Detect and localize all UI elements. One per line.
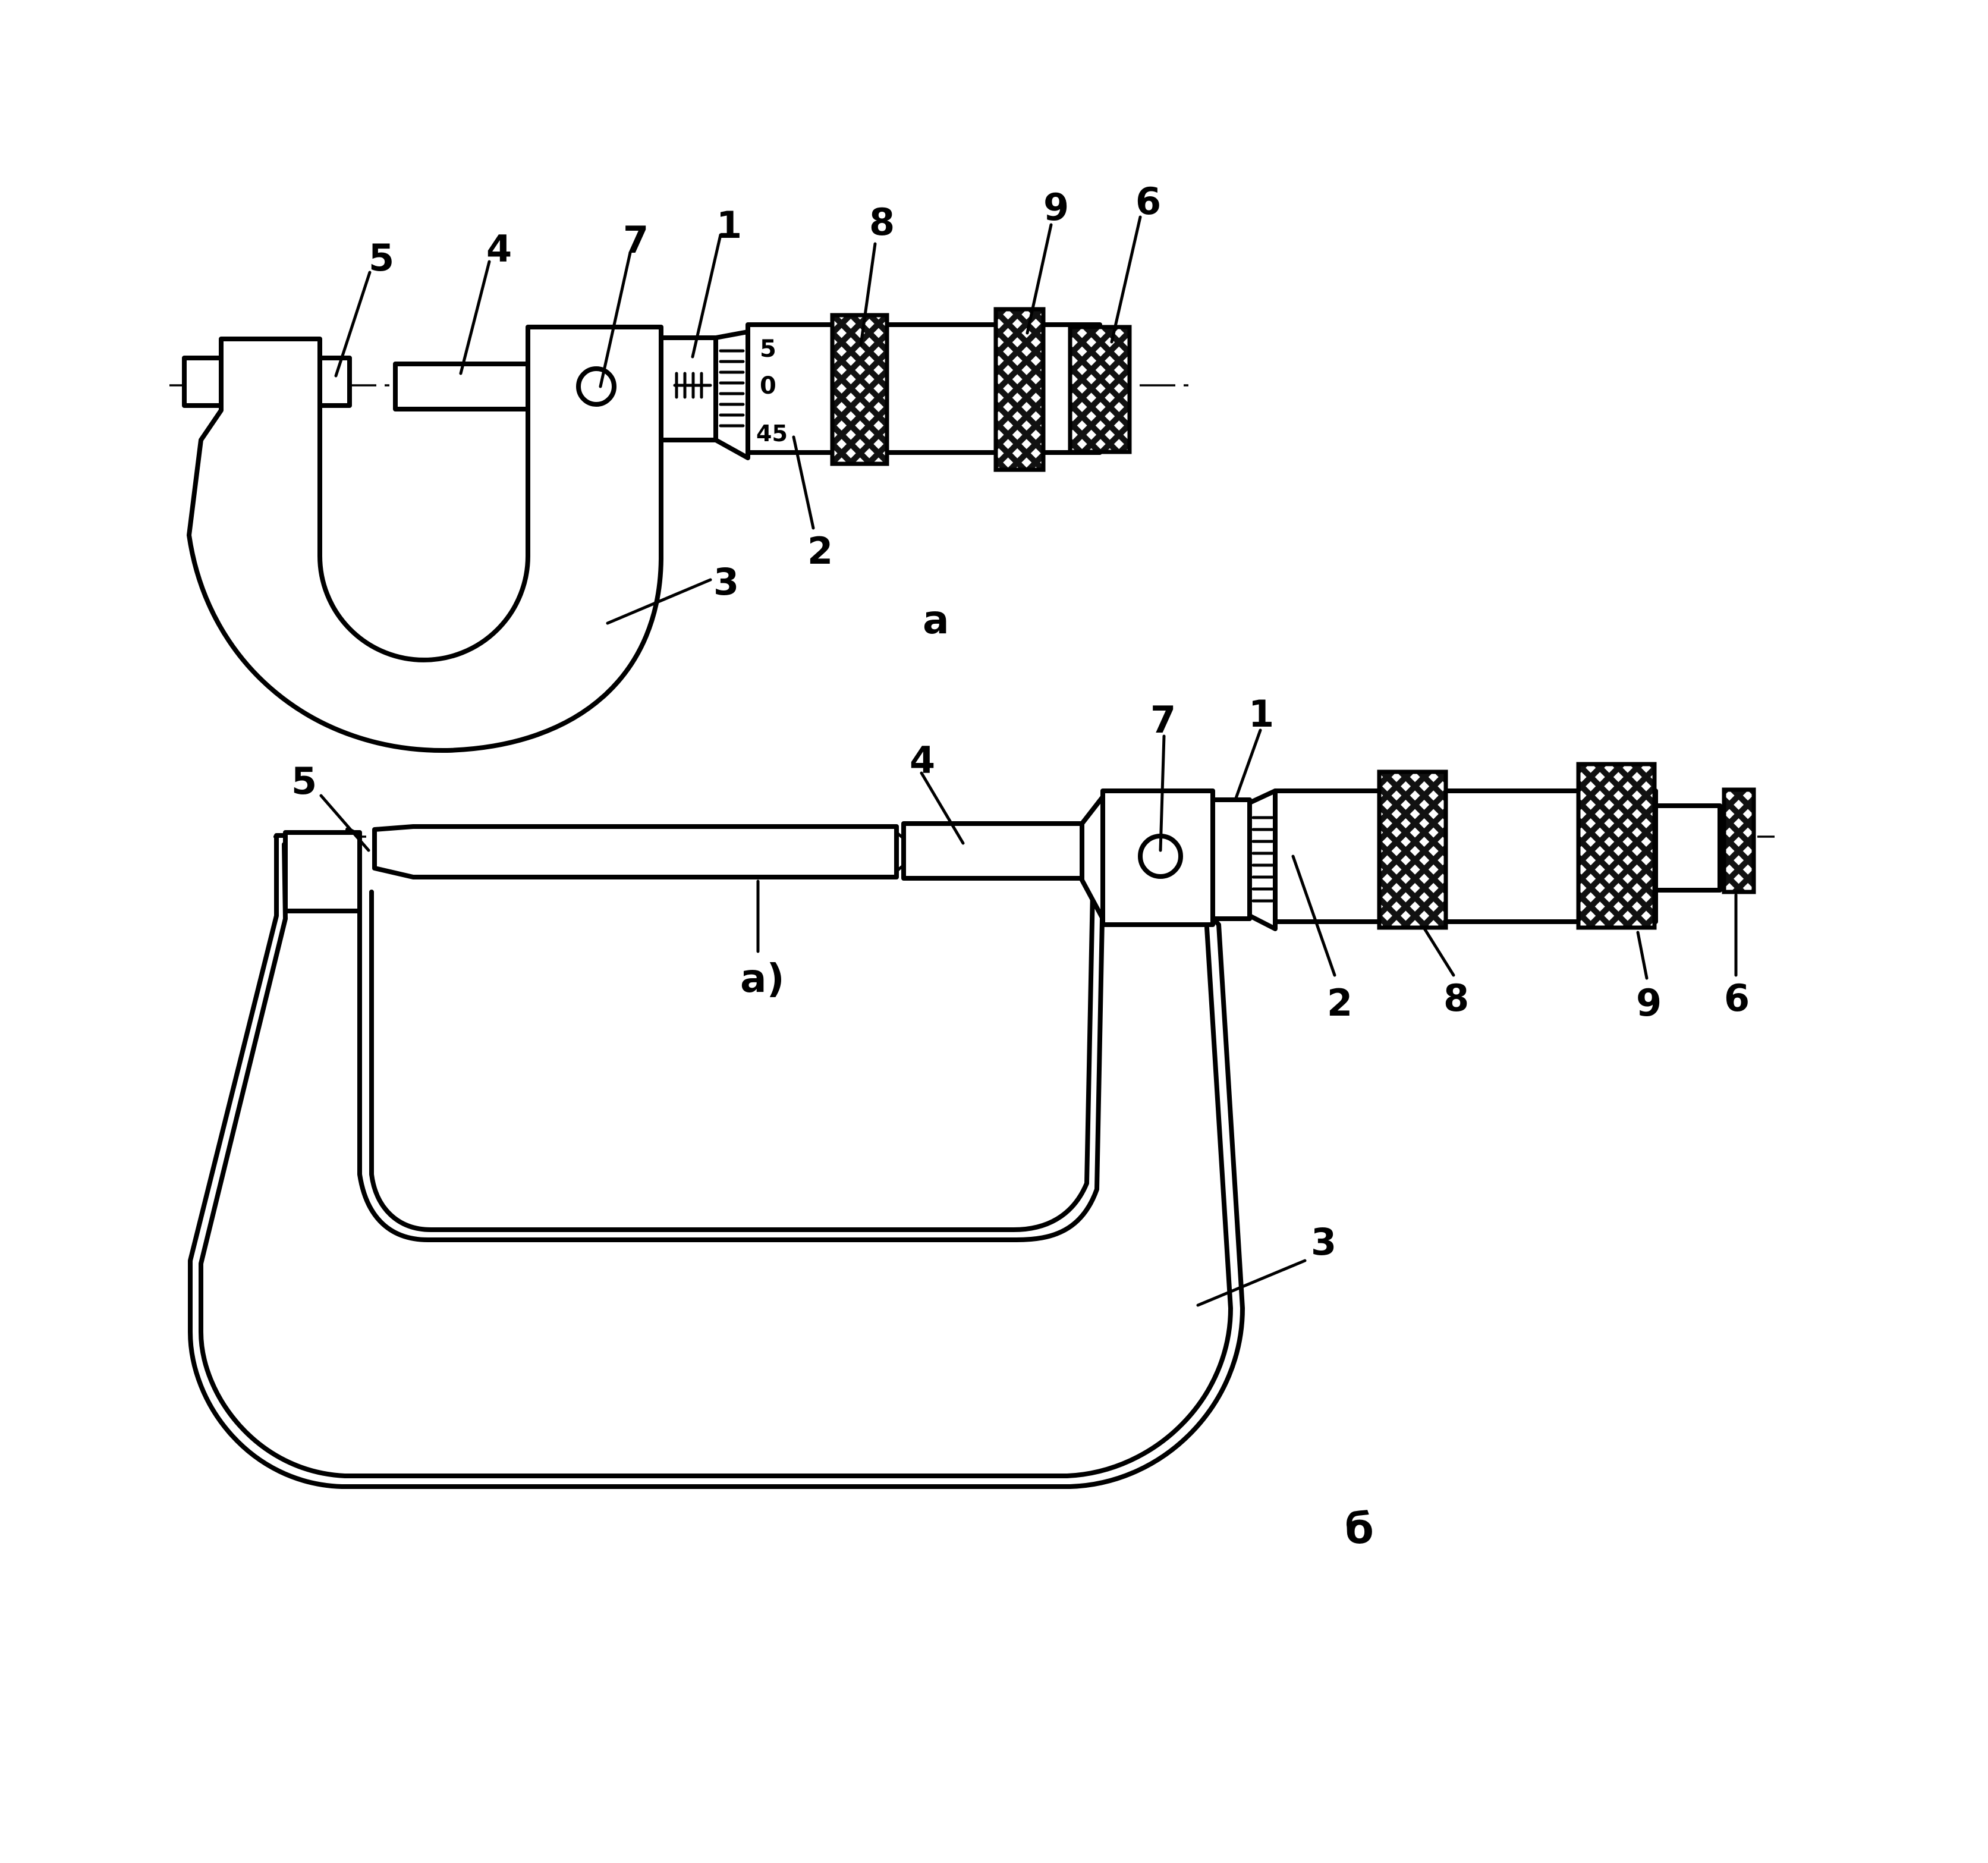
figure-b-frame [188,827,1245,1489]
figure-a-ratchet-6 [1068,325,1132,454]
figure-b-frame-inner-contour [369,890,1095,1232]
figure-b: 5 4 7 1 2 8 9 6 3 a) б [188,692,1775,1553]
figure-b-label-5: 5 [291,759,317,803]
figure-b-knurl-ring-9 [1576,762,1657,930]
figure-a-label-9: 9 [1043,186,1069,229]
figure-a: 5 0 45 5 4 7 1 8 9 6 2 3 a [169,180,1192,753]
figure-b-label-2: 2 [1327,981,1352,1025]
figure-a-label-5: 5 [369,236,394,279]
figure-b-spindle [901,821,1084,881]
figure-b-ratchet-6 [1722,787,1756,894]
figure-b-leader-lines [319,728,1738,1307]
figure-b-note: a) [740,956,785,1001]
figure-b-label-6: 6 [1724,976,1750,1020]
figure-a-scale-top: 5 [760,335,776,363]
figure-a-clamp [576,366,616,407]
figure-a-sleeve [659,335,718,442]
figure-a-label-8: 8 [869,200,895,244]
figure-a-leader-lines [334,215,1142,625]
figure-b-thimble-graduations [1251,816,1274,903]
figure-a-label-2: 2 [807,529,833,573]
figure-a-knurl-ring-9 [993,307,1046,472]
figure-b-ratchet-shaft [1653,803,1722,893]
figure-b-label-9: 9 [1636,981,1662,1025]
figure-a-frame [187,325,663,753]
figure-b-label-3: 3 [1311,1220,1336,1264]
figure-b-caption: б [1345,1504,1374,1553]
figure-b-label-8: 8 [1443,976,1469,1020]
figure-a-knurl-ring-8 [830,313,889,466]
figure-a-label-1: 1 [716,203,742,247]
figure-b-knurl-ring-8 [1377,769,1448,930]
figure-a-scale-bottom: 45 [756,420,788,447]
figure-b-label-7: 7 [1150,698,1176,742]
figure-b-frame-outer-contour [199,842,1233,1478]
figure-b-spindle-bar [372,824,899,879]
figure-b-spindle-neck [895,831,905,873]
figure-a-thimble-graduations [719,349,745,428]
figure-a-caption: a [923,597,949,643]
figure-b-label-1: 1 [1248,692,1274,736]
figure-a-label-3: 3 [713,560,739,604]
figure-a-anvil [317,356,352,408]
figure-a-label-6: 6 [1135,180,1161,223]
figure-a-scale-middle: 0 [760,372,776,400]
figure-b-label-4: 4 [910,739,935,782]
figure-b-sleeve [1210,797,1252,921]
figure-a-label-4: 4 [486,227,512,271]
figure-a-thimble [746,322,1102,455]
figure-a-sleeve-ticks [673,372,712,399]
figure-b-thimble-bevel [1247,788,1278,931]
figure-a-label-7: 7 [623,218,649,262]
figure-b-spindle-bevel [1080,794,1105,921]
figure-b-anvil-block [283,830,362,913]
figure-a-anvil-stub [182,356,224,408]
